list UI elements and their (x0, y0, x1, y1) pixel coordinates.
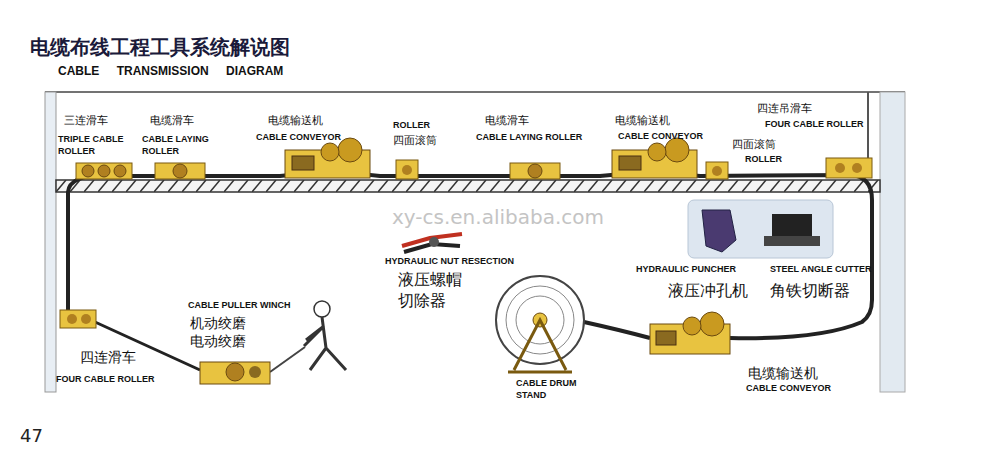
conveyor-motor (656, 331, 676, 345)
part-label: TRIPLE CABLE ROLLER (58, 134, 132, 157)
roller-wheel (67, 314, 77, 324)
roller-wheel (402, 165, 412, 175)
part-label: HYDRAULIC NUT RESECTION (385, 256, 514, 268)
four-side-roller (396, 160, 418, 179)
part-label: 液压冲孔机 (668, 281, 748, 302)
conveyor-gear (648, 143, 666, 161)
part-label: 液压螺帽切除器 (398, 270, 466, 312)
hydraulic-puncher (702, 210, 736, 252)
cable (584, 322, 650, 338)
laying-roller (155, 163, 205, 179)
roller-wheel (852, 163, 862, 173)
roller-wheel (82, 165, 94, 177)
part-label: 电缆输送机 (748, 364, 818, 382)
four-roller (60, 310, 96, 328)
part-label: 电缆输送机 (615, 114, 670, 128)
roller-wheel (835, 163, 845, 173)
part-label: 电缆输送机 (268, 114, 323, 128)
cable-conveyor (650, 312, 730, 354)
four-side-roller (706, 162, 728, 179)
right-wall (880, 92, 905, 392)
conveyor-gear (683, 317, 701, 335)
roller-frame (60, 310, 96, 328)
part-label: CABLE PULLER WINCH (188, 300, 291, 312)
nut-cutter (402, 234, 462, 252)
conveyor-gear (338, 138, 362, 162)
part-label: CABLE LAYING ROLLER (142, 134, 222, 157)
drum-stand (508, 320, 572, 372)
winch (200, 362, 270, 384)
part-label: FOUR CABLE ROLLER (56, 374, 155, 386)
winch-gear (249, 366, 261, 378)
part-label: 角铁切断器 (770, 281, 850, 302)
winch-body (200, 362, 270, 384)
part-label: CABLE DRUM STAND (516, 378, 582, 401)
left-wall (45, 92, 56, 392)
rope (270, 347, 305, 372)
tools-panel (688, 200, 833, 258)
roller-frame (706, 162, 728, 179)
hanger (867, 92, 869, 158)
roller-frame (826, 158, 872, 178)
worker-body (304, 317, 346, 370)
part-label: CABLE LAYING ROLLER (476, 132, 582, 144)
cable-conveyor (285, 138, 370, 178)
diagram-title: 电缆布线工程工具系统解说图 (30, 34, 290, 60)
roller-frame (510, 163, 560, 179)
cable-conveyor (612, 138, 697, 178)
conveyor-motor (619, 156, 641, 170)
conveyor-gear (700, 312, 724, 336)
cable (730, 300, 872, 338)
cable-tray (56, 180, 880, 192)
roller-frame (396, 160, 418, 179)
part-label: 电动绞磨 (190, 332, 246, 350)
part-label: STEEL ANGLE CUTTER (770, 264, 872, 276)
worker (304, 301, 346, 370)
part-label: ROLLER (393, 120, 430, 132)
roller-frame (76, 163, 132, 179)
cable (68, 173, 872, 313)
roller-wheel (81, 314, 91, 324)
ceiling-line (45, 91, 905, 93)
watermark: xy-cs.en.alibaba.com (392, 204, 604, 230)
page-number: 47 (20, 424, 43, 447)
laying-roller (510, 163, 560, 179)
part-label: 四面滚筒 (732, 138, 776, 152)
roller-frame (155, 163, 205, 179)
part-label: 四连滑车 (80, 348, 136, 366)
part-label: ROLLER (745, 154, 782, 166)
tool-head (429, 237, 439, 247)
part-label: FOUR CABLE ROLLER (765, 119, 864, 131)
part-label: 三连滑车 (64, 114, 108, 128)
winch-drum (226, 363, 244, 381)
part-label: CABLE CONVEYOR (618, 131, 703, 143)
roller-wheel (114, 165, 126, 177)
subtitle: CABLE TRANSMISSION DIAGRAM (58, 64, 283, 80)
roller-wheel (712, 166, 722, 176)
hanging-four-roller (826, 92, 872, 178)
conveyor-gear (321, 143, 339, 161)
part-label: 四面滚筒 (393, 134, 437, 148)
part-label: 四连吊滑车 (757, 102, 812, 116)
part-label: HYDRAULIC PUNCHER (636, 264, 736, 276)
roller-wheel (173, 164, 187, 178)
conveyor-gear (665, 138, 689, 162)
part-label: 机动绞磨 (190, 314, 246, 332)
worker-helmet (314, 301, 330, 317)
part-label: 电缆滑车 (485, 114, 529, 128)
part-label: CABLE CONVEYOR (256, 132, 341, 144)
part-label: 电缆滑车 (150, 114, 194, 128)
roller-wheel (528, 164, 542, 178)
triple-roller (76, 163, 132, 179)
part-label: CABLE CONVEYOR (746, 383, 831, 395)
roller-wheel (98, 165, 110, 177)
cable-drum (496, 276, 584, 372)
angle-cutter-base (764, 236, 820, 246)
conveyor-motor (292, 156, 314, 170)
